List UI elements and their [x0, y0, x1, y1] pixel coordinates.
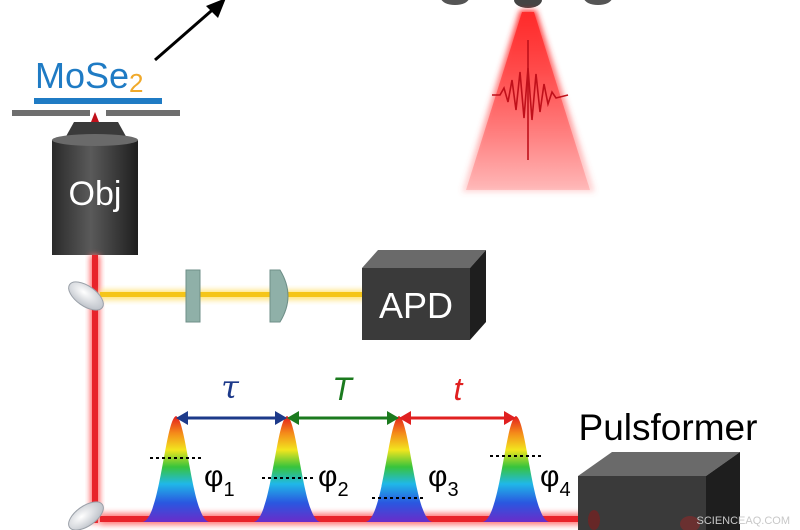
pulse-3 — [365, 416, 433, 522]
small-t-arrow — [399, 411, 516, 425]
pulse-1 — [142, 416, 210, 522]
objective-label: Obj — [69, 175, 122, 213]
excitation-cone — [462, 10, 595, 192]
tau-label: τ — [221, 368, 240, 406]
pulse-2 — [253, 416, 321, 522]
fluorescence-beam — [100, 292, 368, 297]
watermark: SCIENCEAQ.COM — [696, 515, 790, 527]
sample-flake — [34, 98, 162, 104]
apd-detector: APD — [362, 250, 486, 340]
phase-label-1: φ1 — [204, 460, 235, 501]
phase-label-2: φ2 — [318, 460, 349, 501]
objective: Obj — [52, 122, 138, 255]
filter-element — [185, 269, 201, 323]
phase-label-3: φ3 — [428, 460, 459, 501]
phase-label-4: φ4 — [540, 460, 571, 501]
apd-label: APD — [379, 285, 453, 326]
dichroic-mirror-upper — [68, 281, 104, 311]
big-t-arrow — [287, 411, 399, 425]
pulse-shaper-label: Pulsformer — [579, 407, 758, 448]
substrate-left — [12, 110, 90, 116]
lens-element — [269, 269, 289, 323]
top-dots — [441, 0, 612, 8]
big-t-label: T — [332, 371, 354, 407]
mirror-lower — [68, 501, 104, 530]
sample-pointer-arrow — [154, 3, 219, 62]
pulse-4 — [482, 416, 550, 522]
substrate-right — [106, 110, 180, 116]
bottom-laser-beam — [100, 516, 600, 522]
pulse-shaper-box — [578, 452, 740, 530]
sample-pointer-arrowhead — [206, 0, 226, 18]
focus-spot — [91, 112, 99, 122]
tau-arrow — [176, 411, 287, 425]
phase-dashes — [150, 455, 542, 499]
small-t-label: t — [454, 371, 464, 407]
pulse-train — [142, 416, 550, 522]
sample-label: MoSe2 — [35, 55, 144, 98]
